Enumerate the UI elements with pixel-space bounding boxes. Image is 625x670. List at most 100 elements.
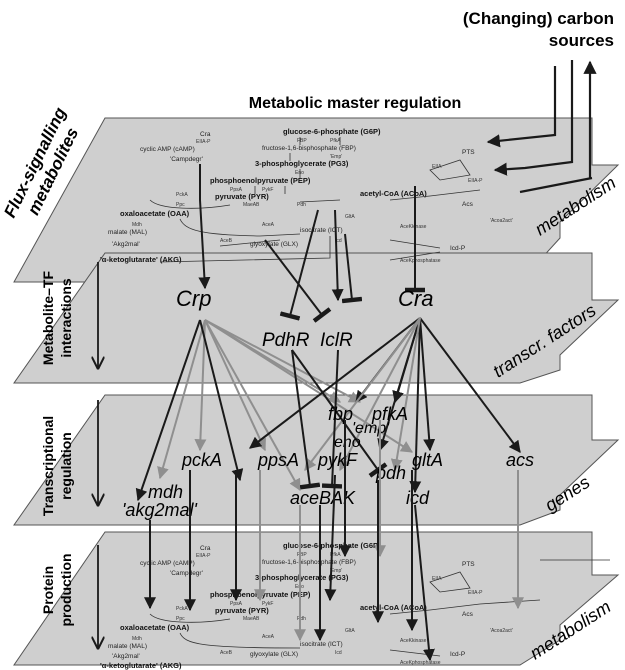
gene-pykf: pykF bbox=[317, 450, 358, 470]
gene-pfka: pfkA bbox=[371, 404, 408, 424]
svg-text:Transcriptional: Transcriptional bbox=[40, 416, 56, 516]
svg-text:AceB: AceB bbox=[220, 650, 233, 656]
map-fbp-enz: FBP bbox=[297, 138, 307, 144]
map-icdp: Icd-P bbox=[450, 245, 465, 252]
map-icd: Icd bbox=[335, 238, 342, 244]
map-cra: Cra bbox=[200, 131, 211, 138]
edge-cra-0 bbox=[249, 317, 421, 449]
map-pdh: Pdh bbox=[297, 202, 306, 208]
map-mal: malate (MAL) bbox=[108, 229, 147, 236]
gene-eno: eno bbox=[334, 434, 361, 451]
carbon-sources-label-2: sources bbox=[549, 31, 614, 50]
map-eiia-p2: EIIA-P bbox=[468, 178, 483, 184]
tf-iclr: IclR bbox=[320, 330, 353, 351]
svg-text:EIIA-P: EIIA-P bbox=[196, 553, 211, 559]
gene-ppsa: ppsA bbox=[257, 450, 299, 470]
map-icit: isocitrate (ICT) bbox=[300, 227, 343, 234]
svg-text:PpsA: PpsA bbox=[230, 601, 243, 607]
edge-cra-grey-0 bbox=[304, 317, 421, 471]
map-pts: PTS bbox=[462, 149, 475, 156]
map-akg: 'α-ketoglutarate' (AKG) bbox=[100, 255, 182, 264]
master-regulation-title: Metabolic master regulation bbox=[249, 95, 462, 112]
svg-text:FBP: FBP bbox=[297, 552, 307, 558]
svg-text:production: production bbox=[58, 553, 74, 626]
map-ppsa: PpsA bbox=[230, 187, 243, 193]
svg-text:PfkA: PfkA bbox=[330, 552, 341, 558]
gene-fbp: fbp bbox=[328, 404, 353, 424]
map-g6p: glucose-6-phosphate (G6P) bbox=[283, 127, 381, 136]
edge-crp-dark-1 bbox=[199, 319, 244, 482]
edge-crp-0 bbox=[157, 319, 206, 480]
metabolite-tf-links bbox=[198, 164, 425, 323]
svg-text:PckA: PckA bbox=[176, 606, 188, 612]
map-accoa: acetyl-CoA (ACoA) bbox=[360, 189, 427, 198]
map-aceb: AceB bbox=[220, 238, 233, 244]
left-label-metabolite-tf: Metabolite–TF interactions bbox=[40, 270, 74, 365]
svg-text:cyclic AMP (cAMP): cyclic AMP (cAMP) bbox=[140, 560, 195, 567]
gene-pcka: pckA bbox=[181, 450, 222, 470]
map-pykf: PykF bbox=[262, 187, 273, 193]
svg-text:malate (MAL): malate (MAL) bbox=[108, 643, 147, 650]
map-pcka: PckA bbox=[176, 192, 188, 198]
map-maeab: MaeAB bbox=[243, 202, 260, 208]
left-label-protein: Protein production bbox=[40, 553, 74, 626]
map-oaa: oxaloacetate (OAA) bbox=[120, 209, 190, 218]
svg-text:'Acoa2act': 'Acoa2act' bbox=[490, 628, 513, 634]
edge-crp-6 bbox=[204, 319, 342, 403]
gene-pdh: pdh bbox=[375, 463, 406, 483]
map-campdegr: 'Campdegr' bbox=[170, 156, 203, 163]
edge-crp-5 bbox=[204, 319, 362, 403]
edge-gene-protein-9 bbox=[414, 504, 435, 662]
svg-text:pyruvate (PYR): pyruvate (PYR) bbox=[215, 606, 269, 615]
edge-crp-2 bbox=[204, 319, 266, 452]
edge-crp-dark-0 bbox=[135, 319, 201, 502]
edge-cra-2 bbox=[409, 317, 422, 494]
map-glta: GltA bbox=[345, 214, 355, 220]
svg-text:interactions: interactions bbox=[58, 278, 74, 358]
tf-pdhr: PdhR bbox=[262, 330, 310, 351]
tf-crp: Crp bbox=[176, 286, 211, 311]
map-acs: Acs bbox=[462, 201, 474, 208]
gene-glta: gltA bbox=[412, 450, 443, 470]
svg-text:isocitrate (ICT): isocitrate (ICT) bbox=[300, 641, 343, 648]
map-acoa2act: 'Acoa2act' bbox=[490, 218, 513, 224]
svg-text:regulation: regulation bbox=[58, 432, 74, 500]
edge-crp-1 bbox=[194, 319, 207, 452]
map-camp: cyclic AMP (cAMP) bbox=[140, 146, 195, 153]
map-acek-kinase: AceKkinase bbox=[400, 224, 427, 230]
map-pyr: pyruvate (PYR) bbox=[215, 192, 269, 201]
svg-text:Metabolite–TF: Metabolite–TF bbox=[40, 270, 56, 365]
gene-acs: acs bbox=[506, 450, 534, 470]
map-acea: AceA bbox=[262, 222, 275, 228]
svg-text:oxaloacetate (OAA): oxaloacetate (OAA) bbox=[120, 623, 190, 632]
gene-icd: icd bbox=[406, 488, 430, 508]
svg-text:Acs: Acs bbox=[462, 611, 474, 618]
map-akg2mal: 'Akg2mal' bbox=[112, 241, 140, 248]
svg-text:AceKkinase: AceKkinase bbox=[400, 638, 427, 644]
gene-acebak: aceBAK bbox=[290, 488, 356, 508]
map-eiia-p: EIIA-P bbox=[196, 139, 211, 145]
edge-cra-1 bbox=[419, 317, 521, 453]
svg-text:Pdh: Pdh bbox=[297, 616, 306, 622]
svg-text:'α-ketoglutarate' (AKG): 'α-ketoglutarate' (AKG) bbox=[100, 661, 182, 670]
map-mdh: Mdh bbox=[132, 222, 142, 228]
svg-text:Mdh: Mdh bbox=[132, 636, 142, 642]
edge-cra-3 bbox=[419, 317, 436, 452]
map-pfka-enz: PfkA bbox=[330, 138, 341, 144]
map-acek-phosphatase: AceKphosphatase bbox=[400, 258, 441, 264]
svg-text:AceKphosphatase: AceKphosphatase bbox=[400, 660, 441, 666]
map-emp: 'Emp' bbox=[330, 154, 342, 160]
map-pg3: 3-phosphoglycerate (PG3) bbox=[255, 159, 349, 168]
svg-text:'Campdegr': 'Campdegr' bbox=[170, 570, 203, 577]
svg-text:Protein: Protein bbox=[40, 566, 56, 614]
svg-text:PykF: PykF bbox=[262, 601, 273, 607]
map-eno: Eno bbox=[295, 170, 304, 176]
svg-text:AceA: AceA bbox=[262, 634, 275, 640]
left-label-transcriptional: Transcriptional regulation bbox=[40, 416, 74, 516]
edge-gene-protein-2 bbox=[324, 474, 337, 602]
svg-text:3-phosphoglycerate (PG3): 3-phosphoglycerate (PG3) bbox=[255, 573, 349, 582]
metabolism-map-top: Cra EIIA-P cyclic AMP (cAMP) 'Campdegr' … bbox=[100, 127, 513, 264]
map-ppc: Ppc bbox=[176, 202, 185, 208]
svg-text:GltA: GltA bbox=[345, 628, 355, 634]
